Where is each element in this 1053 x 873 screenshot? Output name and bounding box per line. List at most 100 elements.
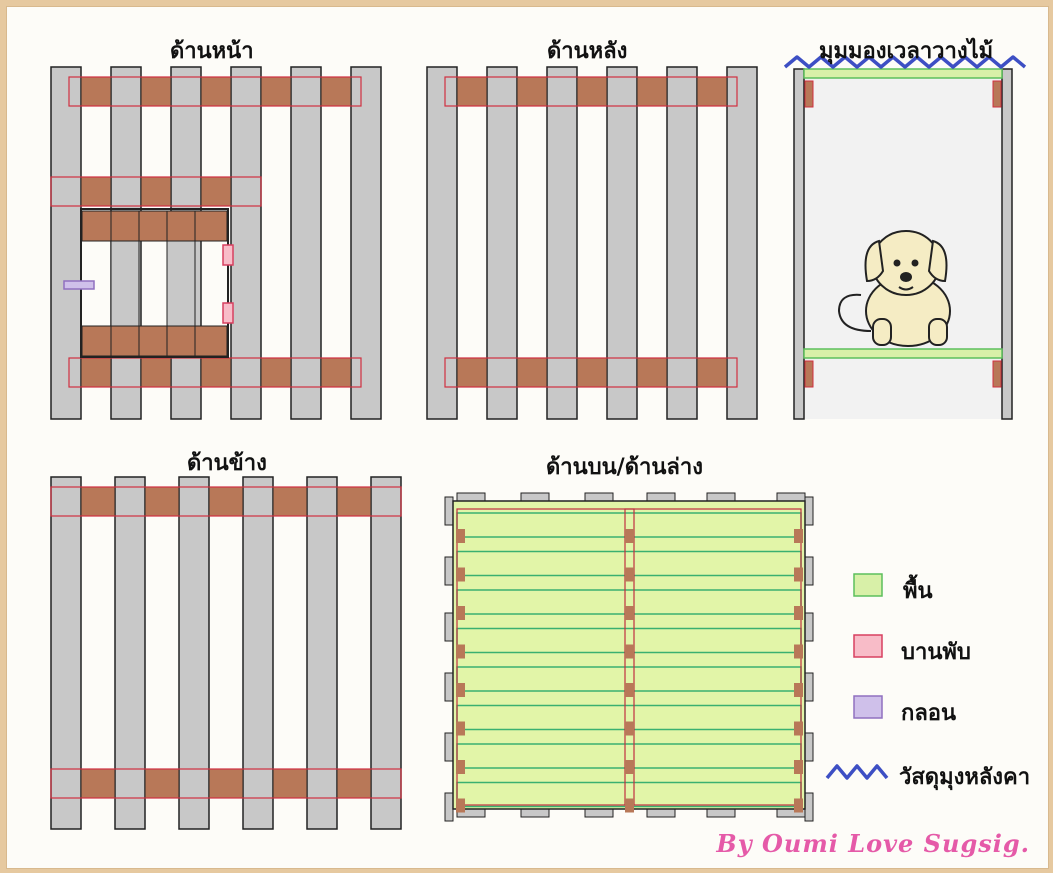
legend (825, 573, 889, 780)
beam-segment (456, 76, 488, 107)
beam-outline (50, 768, 402, 799)
edge-peg (646, 492, 676, 502)
beam-segment (576, 76, 608, 107)
edge-peg (444, 672, 454, 702)
blueprint-canvas (50, 55, 1027, 830)
roof-board (803, 68, 1003, 79)
front-door (63, 208, 234, 358)
slat (350, 66, 382, 420)
slat (370, 476, 402, 830)
slat (726, 66, 758, 420)
back-view-title: ด้านหลัง (547, 39, 628, 64)
beam-segment (200, 357, 232, 388)
edge-peg (804, 732, 814, 762)
beam-outline (444, 357, 738, 388)
edge-peg (444, 496, 454, 526)
beam-segment (144, 768, 180, 799)
dog-illustration (837, 230, 951, 347)
perspective-view-title: มุมมองเวลาวางไม้ (819, 39, 994, 64)
edge-peg (584, 492, 614, 502)
edge-pegs (444, 492, 814, 822)
beam-joint (456, 606, 465, 620)
latch-swatch (853, 695, 883, 719)
latch (63, 280, 95, 290)
beam-joint (794, 798, 803, 813)
beam-segment (144, 486, 180, 517)
back-view (426, 66, 758, 420)
author-credit: By Oumi Love Sugsig. (716, 829, 1030, 858)
slat (426, 66, 458, 420)
slat (114, 476, 146, 830)
beam-joint (456, 567, 465, 582)
edge-peg (776, 492, 806, 502)
edge-peg (804, 792, 814, 822)
beam-joint (794, 529, 803, 543)
beam-segment (208, 486, 244, 517)
beam-joint (625, 760, 634, 774)
edge-peg (444, 792, 454, 822)
beam-segment (272, 486, 308, 517)
beam-outline (50, 176, 262, 207)
beam-joint (456, 683, 465, 697)
legend-hinge-label: บานพับ (901, 640, 971, 665)
beam-segment (636, 76, 668, 107)
beam-segment (260, 76, 292, 107)
beam-segment (576, 357, 608, 388)
beam-joint (625, 683, 634, 697)
front-beams (50, 76, 362, 388)
slat (606, 66, 638, 420)
beam-segment (208, 768, 244, 799)
edge-peg (456, 492, 486, 502)
beam-joint (625, 567, 634, 582)
beam-segment (336, 486, 372, 517)
beam-joint (794, 606, 803, 620)
floor-board (803, 348, 1003, 359)
beam-segment (636, 357, 668, 388)
beam-joint (794, 683, 803, 697)
beam-segment (272, 768, 308, 799)
back-slats (426, 66, 758, 420)
slat (290, 66, 322, 420)
beam-segment (260, 357, 292, 388)
beam-joint (794, 567, 803, 582)
door-beam-top (81, 210, 228, 242)
beam-segment (200, 176, 232, 207)
beam-segment (696, 357, 728, 388)
slat (546, 66, 578, 420)
perspective-view (783, 55, 1027, 420)
slat (230, 66, 262, 420)
beam-segment (80, 357, 112, 388)
front-view (50, 66, 382, 420)
beam-joint (625, 529, 634, 543)
edge-peg (804, 496, 814, 526)
beam-joint (625, 798, 634, 813)
beam-joint (456, 644, 465, 659)
back-beams (444, 76, 738, 388)
edge-peg (444, 556, 454, 586)
beam-outline (68, 76, 362, 107)
edge-peg (646, 808, 676, 818)
slat (50, 66, 82, 420)
hinge-swatch (853, 634, 883, 658)
beam-segment (80, 768, 116, 799)
door-beam-bottom (81, 325, 228, 357)
beam-segment (140, 176, 172, 207)
edge-peg (520, 492, 550, 502)
slat (242, 476, 274, 830)
side-view-title: ด้านข้าง (187, 451, 267, 476)
beam-joint (794, 644, 803, 659)
beam-segment (80, 486, 116, 517)
beam-segment (456, 357, 488, 388)
beam-joint (625, 721, 634, 736)
beam-segment (696, 76, 728, 107)
edge-peg (444, 612, 454, 642)
edge-peg (706, 492, 736, 502)
slat (50, 476, 82, 830)
beam-segment (336, 768, 372, 799)
edge-peg (444, 732, 454, 762)
slat (178, 476, 210, 830)
edge-peg (706, 808, 736, 818)
beam-segment (320, 357, 352, 388)
beam-segment (80, 76, 112, 107)
top-bottom-view-title: ด้านบน/ด้านล่าง (546, 455, 703, 480)
